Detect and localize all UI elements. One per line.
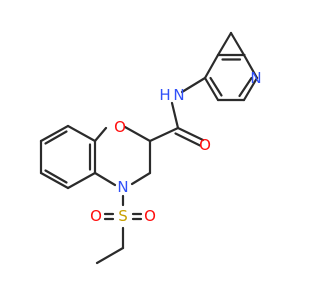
atom-labels: N N H O O N S O O [90,69,262,225]
bond-n4-c4a [93,171,117,187]
atom-s-sulfonyl: S [118,207,128,225]
bond-pyr-c4-c6 [242,53,259,80]
bond-pyr-c3-c2 [203,53,220,80]
atom-o-sulfonyl-right: O [144,207,156,225]
atom-o-sulfonyl-left: O [90,207,102,225]
molecule-structure: N N H O O N S O O [39,31,262,265]
atom-o-carbonyl: O [199,136,211,154]
bond-pyr-c6-n [242,76,259,102]
bond-pyr-c4-c4b [229,31,246,57]
atom-n-pyridine: N [250,69,261,87]
bond-c2-o1 [123,125,152,143]
bond-bz-c5-c4a [66,171,97,190]
bond-carbonyl-double-b [174,132,202,147]
atom-h-amide: H [159,86,170,104]
atom-o-ring: O [114,118,126,136]
bond-bz-double-3 [44,169,68,184]
bond-pyr-double-2 [238,76,253,98]
bond-bz-double-2 [44,130,68,145]
bond-bz-c6-c5 [39,171,70,190]
bond-ch2-ch3 [95,246,125,265]
bond-bz-c8a-c8 [66,124,97,143]
bond-o1-c8a [93,126,108,143]
atom-n-ring: N [117,178,128,196]
bond-c3-n4 [130,171,152,186]
bond-pyr-c5-c4 [216,31,233,57]
bond-carbonyl-c2 [148,126,180,143]
bond-pyr-c2-c3 [203,76,220,102]
atom-n-amide: N [173,86,184,104]
bond-nh-carbonyl-c [170,101,180,130]
bond-pyr-double-3 [209,76,223,97]
bond-bz-c8-c7 [39,124,70,143]
bond-pyr-c3-nh [180,76,207,94]
bonds [39,31,259,265]
bond-carbonyl-double-a [176,126,205,142]
